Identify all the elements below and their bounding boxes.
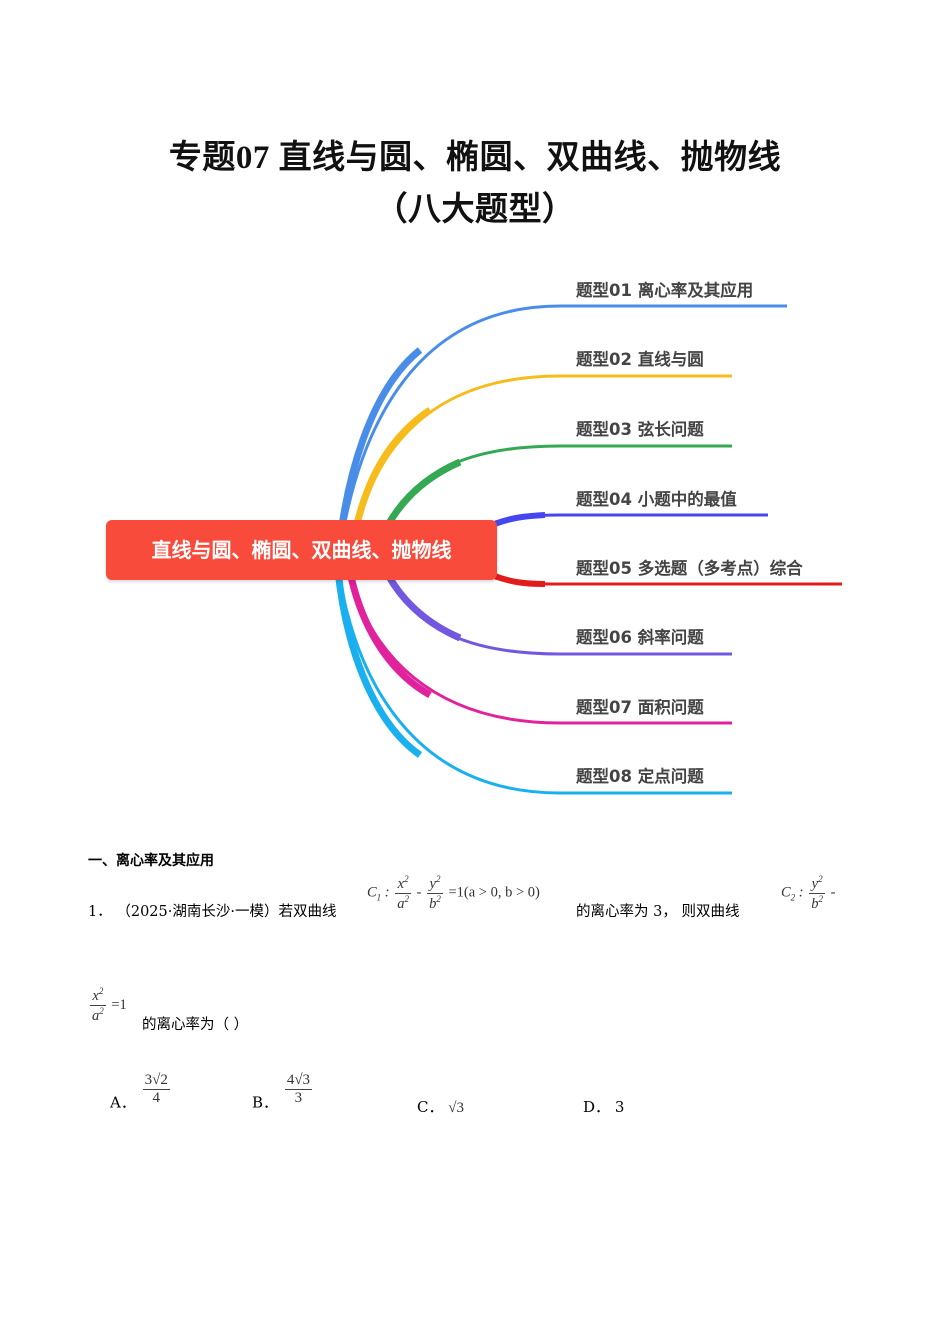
document-title-line2: （八大题型）: [374, 192, 576, 228]
question-number: 1．: [88, 904, 112, 920]
mindmap-center-node: 直线与圆、椭圆、双曲线、抛物线: [106, 520, 497, 580]
branch-label-03: 题型03 弦长问题: [576, 420, 704, 439]
option-c[interactable]: C． √3: [417, 1098, 464, 1116]
branch-label-01: 题型01 离心率及其应用: [576, 281, 754, 300]
question-mid-text: 的离心率为 3， 则双曲线: [576, 904, 740, 920]
document-title-line1: 专题07 直线与圆、椭圆、双曲线、抛物线: [168, 140, 782, 176]
question-1-intro: 1． （2025·湖南长沙·一模）若双曲线: [88, 900, 336, 921]
branch-label-05: 题型05 多选题（多考点）综合: [576, 559, 803, 578]
question-end-text: 的离心率为（ ）: [142, 1017, 249, 1033]
branch-label-02: 题型02 直线与圆: [576, 350, 704, 369]
branch-label-04: 题型04 小题中的最值: [576, 490, 737, 509]
option-d[interactable]: D． 3: [583, 1098, 625, 1116]
branch-label-08: 题型08 定点问题: [576, 767, 704, 786]
section-heading: 一、离心率及其应用: [88, 853, 214, 869]
branch-label-06: 题型06 斜率问题: [576, 628, 704, 647]
branch-line-01: [338, 304, 787, 551]
branch-label-07: 题型07 面积问题: [576, 698, 704, 717]
mindmap-branches: [334, 304, 842, 795]
question-source: （2025·湖南长沙·一模）若双曲线: [116, 904, 337, 920]
branch-line-08: [338, 579, 732, 795]
